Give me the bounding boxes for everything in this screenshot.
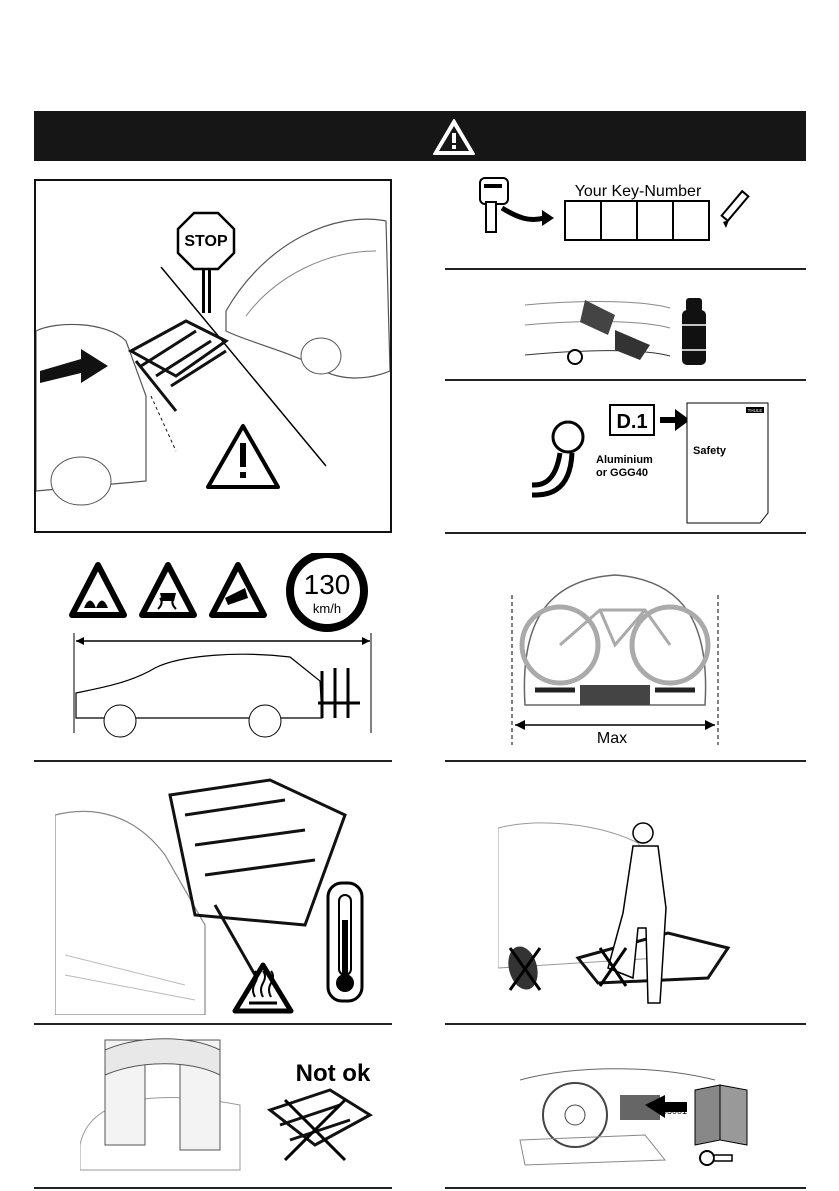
heat-panel bbox=[55, 775, 375, 1015]
hot-surface-warning-icon bbox=[235, 965, 291, 1011]
not-ok-label: Not ok bbox=[296, 1060, 371, 1087]
cleaning-panel bbox=[520, 290, 720, 375]
stop-sign-text: STOP bbox=[184, 233, 228, 250]
crosswind-sign-icon bbox=[212, 565, 264, 615]
speed-limit-icon: 130 km/h bbox=[290, 554, 364, 628]
no-step-illustration bbox=[498, 818, 733, 1013]
divider bbox=[34, 1023, 392, 1025]
divider bbox=[445, 760, 806, 762]
material-line2: or GGG40 bbox=[596, 467, 648, 479]
key-number-boxes bbox=[565, 201, 709, 240]
overload-panel: Not ok bbox=[80, 1035, 380, 1180]
divider bbox=[445, 379, 806, 381]
material-line1: Aluminium bbox=[596, 454, 653, 466]
hitch-illustration: D.1 Aluminium or GGG40 THULE Safety bbox=[520, 395, 775, 525]
speed-unit: km/h bbox=[313, 601, 341, 616]
key-icon bbox=[480, 178, 508, 232]
divider bbox=[445, 1187, 806, 1189]
slippery-road-icon bbox=[142, 565, 194, 615]
divider bbox=[445, 532, 806, 534]
speed-value: 130 bbox=[304, 569, 351, 600]
safety-document-icon: THULE Safety bbox=[687, 403, 768, 523]
thermometer-icon bbox=[328, 883, 362, 1001]
mounted-carrier-icon bbox=[318, 668, 360, 718]
doc-title: Safety bbox=[693, 445, 727, 457]
spray-bottle-icon bbox=[682, 298, 706, 365]
hitch-panel: D.1 Aluminium or GGG40 THULE Safety bbox=[520, 395, 775, 525]
width-panel: Max bbox=[505, 565, 730, 750]
cleaning-illustration bbox=[520, 290, 720, 375]
max-label: Max bbox=[597, 730, 627, 747]
divider bbox=[34, 760, 392, 762]
manual-illustration: 905001 bbox=[515, 1050, 760, 1180]
key-number-illustration: Your Key-Number bbox=[458, 170, 806, 260]
pen-icon bbox=[722, 191, 749, 228]
warning-icon bbox=[34, 111, 806, 161]
width-illustration: Max bbox=[505, 565, 730, 750]
manual-book-icon bbox=[695, 1085, 747, 1145]
bump-sign-icon bbox=[72, 565, 124, 615]
manual-code: 905001 bbox=[657, 1106, 687, 1116]
manual-panel: 905001 bbox=[515, 1050, 760, 1180]
key-number-label: Your Key-Number bbox=[575, 183, 702, 200]
key-number-panel: Your Key-Number bbox=[458, 170, 806, 260]
road-signs-illustration: 130 km/h bbox=[60, 553, 380, 753]
hitch-ref: D.1 bbox=[616, 411, 647, 433]
stop-panel: STOP bbox=[34, 179, 392, 533]
divider bbox=[445, 1023, 806, 1025]
warning-banner bbox=[34, 111, 806, 161]
tow-ball-icon bbox=[532, 422, 583, 495]
doc-brand: THULE bbox=[748, 408, 763, 413]
warning-triangle-icon bbox=[208, 426, 278, 487]
overload-illustration: Not ok bbox=[80, 1035, 380, 1180]
key-icon bbox=[700, 1151, 732, 1165]
divider bbox=[445, 268, 806, 270]
no-step-panel bbox=[498, 818, 733, 1013]
road-signs-panel: 130 km/h bbox=[60, 553, 380, 753]
heat-illustration bbox=[55, 775, 375, 1015]
stop-scene-illustration: STOP bbox=[36, 181, 390, 531]
divider bbox=[34, 1187, 392, 1189]
